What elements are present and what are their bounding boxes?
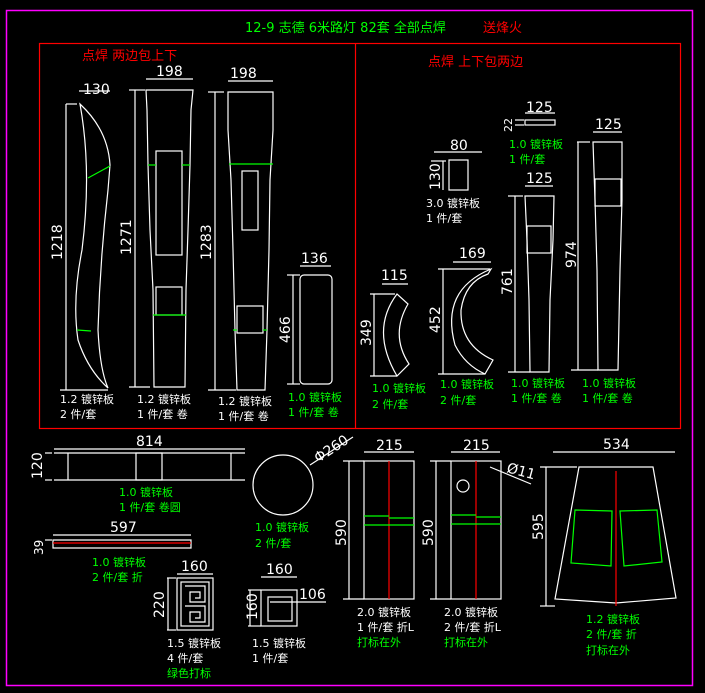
dim-height: 452 (428, 306, 444, 333)
dim-width: 125 (526, 100, 553, 116)
part-label-qty: 2 件/套 折L (444, 620, 502, 634)
part-label-material: 1.5 镀锌板 (252, 636, 306, 650)
part-label-qty: 1 件/套 折L (357, 620, 415, 634)
right-section-note: 点焊 上下包两边 (428, 54, 523, 70)
part-label-note: 打标在外 (586, 643, 630, 657)
part-2-tapered-panel: 198 1271 1.2 镀锌板 1 件/套 卷 (119, 64, 194, 421)
part-label-material: 1.0 镀锌板 (372, 381, 426, 395)
part-label-qty: 2 件/套 折 (586, 627, 637, 641)
dim-width: 198 (156, 64, 183, 80)
part-label-qty: 1 件/套 卷圆 (119, 500, 181, 514)
dim-width: 198 (230, 66, 257, 82)
dim-height: 590 (421, 519, 437, 546)
section-frame (38, 42, 682, 430)
part-label-qty: 1 件/套 (252, 652, 288, 665)
part-label-qty: 1 件/套 卷 (511, 391, 562, 405)
part-1-curved-blade: 130 1218 1.2 镀锌板 2 件/套 (50, 82, 114, 421)
dim-height: 974 (564, 241, 580, 268)
dim-width: 215 (376, 438, 403, 454)
part-label-material: 1.2 镀锌板 (218, 394, 272, 408)
dim-height: 349 (359, 319, 375, 346)
part-label-note: 打标在外 (444, 635, 488, 649)
dim-height: 1283 (199, 224, 215, 260)
dim-width: 169 (459, 246, 486, 262)
part-label-qty: 1 件/套 (509, 153, 545, 166)
part-label-material: 2.0 镀锌板 (444, 605, 498, 619)
part-label-material: 1.5 镀锌板 (167, 636, 221, 650)
part-label-qty: 1 件/套 卷 (582, 391, 633, 405)
part-label-material: 1.0 镀锌板 (440, 377, 494, 391)
part-label-material: 1.2 镀锌板 (586, 612, 640, 626)
part-6-strip: 125 22 1.0 镀锌板 1 件/套 (502, 100, 563, 166)
dim-height: 1218 (50, 224, 66, 260)
dim-width: 160 (266, 562, 293, 578)
part-label-material: 3.0 镀锌板 (426, 196, 480, 210)
dim-height: 1271 (119, 219, 135, 255)
dim-width: 125 (595, 117, 622, 133)
part-label-qty: 2 件/套 折 (92, 570, 143, 584)
part-label-material: 1.2 镀锌板 (137, 392, 191, 406)
part-label-qty: 1 件/套 (426, 212, 462, 225)
part-label-qty: 2 件/套 (440, 394, 476, 407)
dim-width: 125 (526, 171, 553, 187)
part-label-material: 2.0 镀锌板 (357, 605, 411, 619)
part-label-note: 打标在外 (357, 635, 401, 649)
dim-width: 115 (381, 268, 408, 284)
part-label-material: 1.0 镀锌板 (92, 555, 146, 569)
part-label-material: 1.0 镀锌板 (119, 485, 173, 499)
dim-width: 215 (463, 438, 490, 454)
dim-height: 130 (428, 163, 444, 190)
dim-height: 595 (531, 513, 547, 540)
dim-height: 590 (334, 519, 350, 546)
dim-width: 80 (450, 138, 468, 154)
drawing-title: 12-9 志德 6米路灯 82套 全部点焊 (245, 20, 446, 36)
dim-height: 160 (245, 593, 261, 620)
dim-width: 130 (83, 82, 110, 98)
part-5-small-plate: 80 130 3.0 镀锌板 1 件/套 (426, 138, 482, 225)
dim-height: 761 (500, 268, 516, 295)
dim-inner: 106 (299, 587, 326, 603)
part-3-tapered-panel: 198 1283 1.2 镀锌板 1 件/套 卷 (199, 66, 274, 423)
outer-frame (5, 9, 694, 687)
dim-hole: Ø11 (505, 460, 537, 483)
part-10-tapered-panel: 125 974 1.0 镀锌板 1 件/套 卷 (564, 117, 636, 405)
part-label-note: 绿色打标 (167, 666, 211, 680)
dim-height: 220 (152, 591, 168, 618)
dim-height: 39 (32, 540, 46, 555)
dim-height: 22 (502, 118, 515, 132)
dim-width: 597 (110, 520, 137, 536)
drawing-title-suffix: 送烽火 (483, 21, 522, 36)
dim-width: 814 (136, 434, 163, 450)
part-label-qty: 1 件/套 卷 (218, 409, 269, 423)
part-label-material: 1.2 镀锌板 (60, 392, 114, 406)
part-9-tapered-panel: 125 761 1.0 镀锌板 1 件/套 卷 (500, 171, 565, 405)
dim-height: 120 (30, 452, 46, 479)
part-11-long-strip: 814 120 1.0 镀锌板 1 件/套 卷圆 (30, 434, 245, 514)
part-label-material: 1.0 镀锌板 (255, 520, 309, 534)
part-label-material: 1.0 镀锌板 (511, 376, 565, 390)
part-15-square-frame: 160 160 106 1.5 镀锌板 1 件/套 (245, 562, 326, 665)
part-17-folded-panel: 215 590 Ø11 2.0 镀锌板 2 件/套 折L 打标在外 (421, 438, 537, 649)
dim-width: 160 (181, 559, 208, 575)
dim-width: 136 (301, 251, 328, 267)
dim-height: 466 (278, 316, 294, 343)
part-4-rounded-rect: 136 466 1.0 镀锌板 1 件/套 卷 (278, 251, 342, 419)
left-section-note: 点焊 两边包上下 (82, 48, 177, 64)
part-label-qty: 4 件/套 (167, 652, 203, 665)
part-label-qty: 1 件/套 卷 (137, 407, 188, 421)
part-16-folded-panel: 215 590 2.0 镀锌板 1 件/套 折L 打标在外 (334, 438, 415, 649)
part-label-material: 1.0 镀锌板 (509, 137, 563, 151)
part-13-folded-strip: 597 39 1.0 镀锌板 2 件/套 折 (32, 520, 192, 584)
part-label-qty: 2 件/套 (255, 537, 291, 550)
part-label-qty: 1 件/套 卷 (288, 405, 339, 419)
part-label-qty: 2 件/套 (372, 398, 408, 411)
part-8-arc-segment: 169 452 1.0 镀锌板 2 件/套 (428, 246, 494, 407)
part-label-material: 1.0 镀锌板 (582, 376, 636, 390)
part-label-qty: 2 件/套 (60, 408, 96, 421)
part-18-trapezoid-panel: 534 595 1.2 镀锌板 2 件/套 折 打标在外 (531, 437, 677, 657)
part-14-decorative-plate: 160 220 1.5 镀锌板 4 件/套 绿色打标 (152, 559, 221, 680)
part-7-arc-segment: 115 349 1.0 镀锌板 2 件/套 (359, 268, 426, 411)
dim-width: 534 (603, 437, 630, 453)
part-label-material: 1.0 镀锌板 (288, 390, 342, 404)
